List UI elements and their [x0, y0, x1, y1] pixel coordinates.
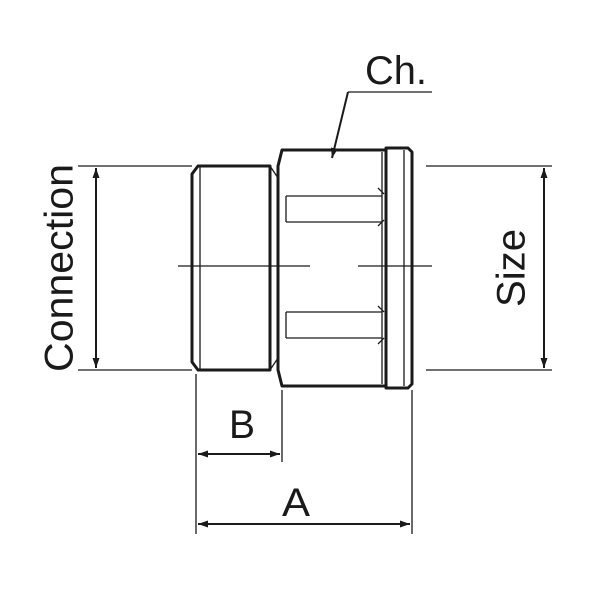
threaded-spigot	[190, 164, 279, 372]
chamfer-label: Ch.	[365, 49, 427, 93]
b-label: B	[229, 403, 255, 447]
collar-flange	[384, 146, 414, 390]
chamfer-leader	[330, 91, 432, 159]
a-label: A	[282, 481, 310, 525]
connection-label: Connection	[38, 164, 82, 372]
hex-body	[276, 148, 388, 388]
extension-lines	[195, 374, 413, 534]
size-label: Size	[490, 229, 534, 307]
connection-dimension	[78, 165, 192, 371]
size-dimension	[426, 165, 552, 371]
